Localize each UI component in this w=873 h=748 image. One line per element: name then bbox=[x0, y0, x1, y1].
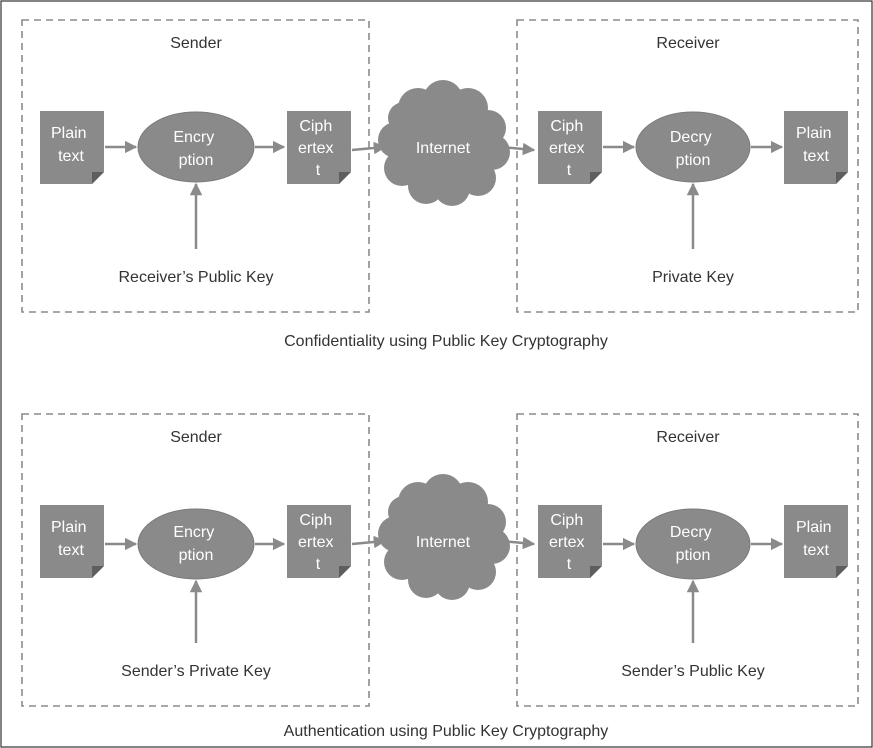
svg-text:Plain text: Plain text bbox=[796, 125, 836, 165]
doc-line: text bbox=[803, 148, 829, 165]
sender-key-label: Receiver’s Public Key bbox=[118, 269, 273, 286]
process-line: Decry bbox=[670, 524, 712, 541]
doc-line: t bbox=[316, 162, 321, 179]
plaintext-doc: Plain text bbox=[40, 111, 104, 184]
process-line: ption bbox=[676, 152, 711, 169]
receiver-key-label: Private Key bbox=[652, 269, 734, 286]
doc-line: Ciph bbox=[550, 118, 583, 135]
svg-text:Ciph ertex t: Ciph ertex t bbox=[549, 512, 589, 573]
receiver-panel bbox=[516, 413, 859, 707]
svg-text:Ciph ertex t: Ciph ertex t bbox=[298, 512, 338, 573]
doc-line: ertex bbox=[549, 534, 585, 551]
plaintext-doc: Plain text bbox=[784, 111, 848, 184]
arrow bbox=[351, 535, 387, 549]
doc-line: text bbox=[58, 542, 84, 559]
doc-line: text bbox=[803, 542, 829, 559]
svg-text:Ciph ertex t: Ciph ertex t bbox=[549, 118, 589, 179]
svg-text:Decry ption: Decry ption bbox=[670, 524, 716, 564]
doc-line: ertex bbox=[549, 140, 585, 157]
ciphertext-doc: Ciph ertex t bbox=[538, 111, 602, 184]
doc-line: Plain bbox=[796, 519, 832, 536]
svg-text:Plain text: Plain text bbox=[51, 125, 91, 165]
encryption-process: Encry ption bbox=[137, 508, 255, 580]
sender-title: Sender bbox=[170, 35, 222, 52]
encryption-process: Encry ption bbox=[137, 111, 255, 183]
internet-cloud: Internet bbox=[378, 80, 510, 206]
doc-line: Ciph bbox=[550, 512, 583, 529]
plaintext-doc: Plain text bbox=[784, 505, 848, 578]
process-line: ption bbox=[676, 547, 711, 564]
receiver-title: Receiver bbox=[656, 429, 720, 446]
internet-label: Internet bbox=[416, 534, 471, 551]
receiver-panel bbox=[516, 19, 859, 313]
sender-title: Sender bbox=[170, 429, 222, 446]
doc-line: Plain bbox=[796, 125, 832, 142]
svg-text:Ciph ertex t: Ciph ertex t bbox=[298, 118, 338, 179]
doc-line: Ciph bbox=[299, 118, 332, 135]
doc-line: t bbox=[567, 162, 572, 179]
ciphertext-doc: Ciph ertex t bbox=[287, 111, 351, 184]
doc-line: Plain bbox=[51, 519, 87, 536]
process-line: ption bbox=[179, 547, 214, 564]
ciphertext-doc: Ciph ertex t bbox=[287, 505, 351, 578]
arrow bbox=[500, 536, 536, 550]
receiver-key-label: Sender’s Public Key bbox=[621, 663, 765, 680]
doc-line: Plain bbox=[51, 125, 87, 142]
svg-text:Encry ption: Encry ption bbox=[173, 129, 218, 169]
svg-text:Plain text: Plain text bbox=[796, 519, 836, 559]
internet-label: Internet bbox=[416, 140, 471, 157]
doc-line: t bbox=[316, 556, 321, 573]
process-line: Decry bbox=[670, 129, 712, 146]
authentication-diagram: Sender Plain text Encry ption Ciph ertex bbox=[21, 413, 859, 740]
internet-cloud: Internet bbox=[378, 474, 510, 600]
plaintext-doc: Plain text bbox=[40, 505, 104, 578]
process-line: Encry bbox=[173, 524, 214, 541]
arrow bbox=[351, 141, 387, 155]
arrow bbox=[500, 142, 536, 156]
svg-text:Plain text: Plain text bbox=[51, 519, 91, 559]
sender-panel bbox=[21, 19, 370, 313]
doc-line: text bbox=[58, 148, 84, 165]
doc-line: Ciph bbox=[299, 512, 332, 529]
ciphertext-doc: Ciph ertex t bbox=[538, 505, 602, 578]
diagram-caption: Authentication using Public Key Cryptogr… bbox=[284, 723, 609, 740]
receiver-title: Receiver bbox=[656, 35, 720, 52]
process-line: Encry bbox=[173, 129, 214, 146]
doc-line: ertex bbox=[298, 140, 334, 157]
sender-panel bbox=[21, 413, 370, 707]
svg-text:Decry ption: Decry ption bbox=[670, 129, 716, 169]
process-line: ption bbox=[179, 152, 214, 169]
decryption-process: Decry ption bbox=[635, 508, 751, 580]
sender-key-label: Sender’s Private Key bbox=[121, 663, 271, 680]
decryption-process: Decry ption bbox=[635, 111, 751, 183]
doc-line: ertex bbox=[298, 534, 334, 551]
confidentiality-diagram: Sender Plain text Encry ption Ciph ertex bbox=[21, 19, 859, 350]
doc-line: t bbox=[567, 556, 572, 573]
diagram-caption: Confidentiality using Public Key Cryptog… bbox=[284, 333, 608, 350]
svg-text:Encry ption: Encry ption bbox=[173, 524, 218, 564]
